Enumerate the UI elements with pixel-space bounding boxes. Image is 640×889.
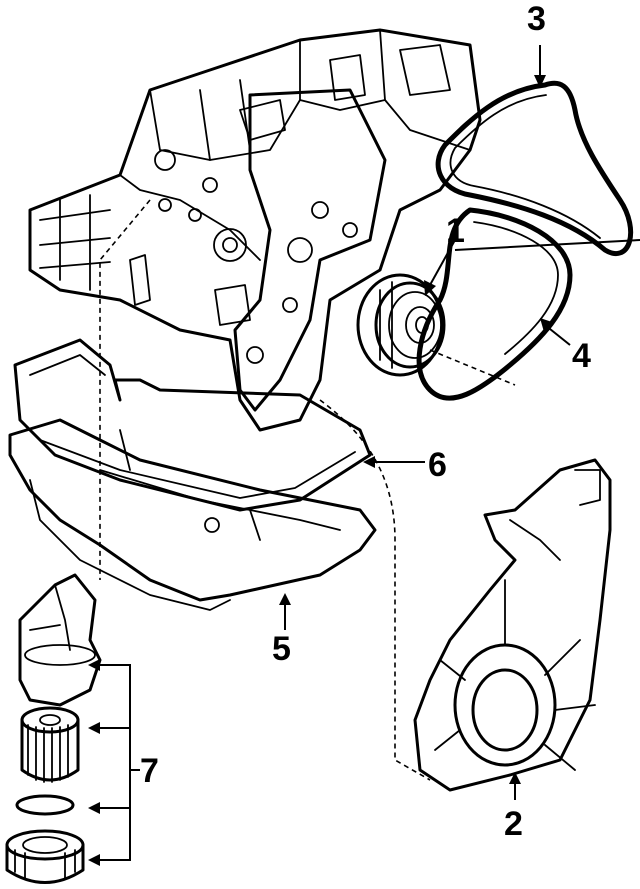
crankshaft-pulley [356,239,456,377]
callout-1: 1 [446,212,465,250]
oil-pan [8,418,377,630]
callout-5: 5 [272,630,291,668]
oil-pan-gasket [13,338,425,512]
accessory-belt [416,207,573,401]
callout-3: 3 [527,0,546,38]
rear-cover [413,458,612,800]
callout-7: 7 [140,752,159,790]
timing-belt [435,45,634,257]
callout-4: 4 [572,337,591,375]
callout-6: 6 [428,446,447,484]
callout-2: 2 [504,805,523,843]
oil-filter-assembly [5,573,140,884]
